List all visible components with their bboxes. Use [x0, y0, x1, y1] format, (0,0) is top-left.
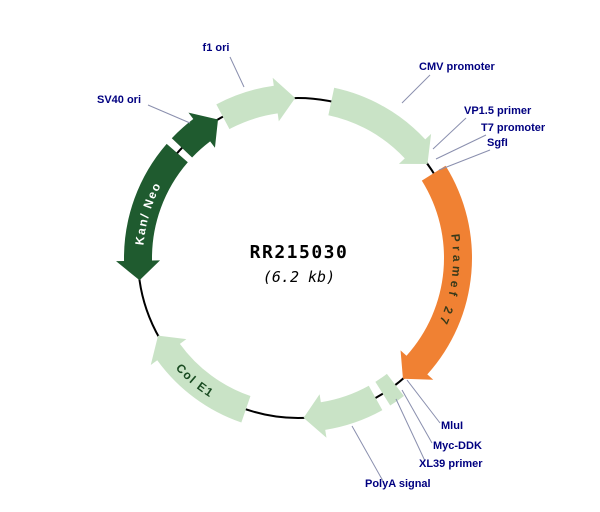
feature-myc-ddk: [375, 373, 404, 406]
feature-kan-neo: [116, 143, 188, 281]
callout-line-vp15-primer: [432, 117, 467, 150]
callout-label-f1-ori: f1 ori: [203, 42, 230, 54]
feature-col-e1: [150, 335, 251, 423]
feature-polya-signal: [303, 385, 383, 438]
feature-pramef27: [400, 165, 473, 380]
callout-line-t7-promoter: [435, 134, 487, 160]
plasmid-title: RR215030: [250, 242, 349, 263]
callout-line-mlui: [406, 379, 441, 424]
callout-label-sv40-ori: SV40 ori: [97, 94, 141, 106]
callout-label-mlui: MluI: [441, 420, 463, 432]
plasmid-size-label: (6.2 kb): [263, 268, 335, 286]
callout-line-cmv-promoter: [401, 74, 431, 104]
callout-line-sv40-ori: [147, 104, 191, 124]
callout-line-f1-ori: [229, 56, 245, 88]
callout-line-xl39-primer: [395, 398, 426, 462]
callout-label-sgfi: SgfI: [487, 137, 508, 149]
callout-line-sgfi: [438, 149, 491, 171]
callout-line-myc-ddk: [401, 389, 433, 444]
feature-sv40-ori: [171, 112, 218, 158]
callout-label-myc-ddk: Myc-DDK: [433, 440, 482, 452]
callout-line-polya-signal: [351, 425, 384, 482]
callout-label-xl39-primer: XL39 primer: [419, 458, 483, 470]
callout-label-vp15-primer: VP1.5 primer: [464, 105, 532, 117]
feature-cmv-promoter: [328, 87, 432, 164]
callout-label-polya-signal: PolyA signal: [365, 478, 431, 490]
callout-label-cmv-promoter: CMV promoter: [419, 61, 496, 73]
callout-label-t7-promoter: T7 promoter: [481, 122, 546, 134]
feature-f1-ori: [216, 77, 296, 130]
